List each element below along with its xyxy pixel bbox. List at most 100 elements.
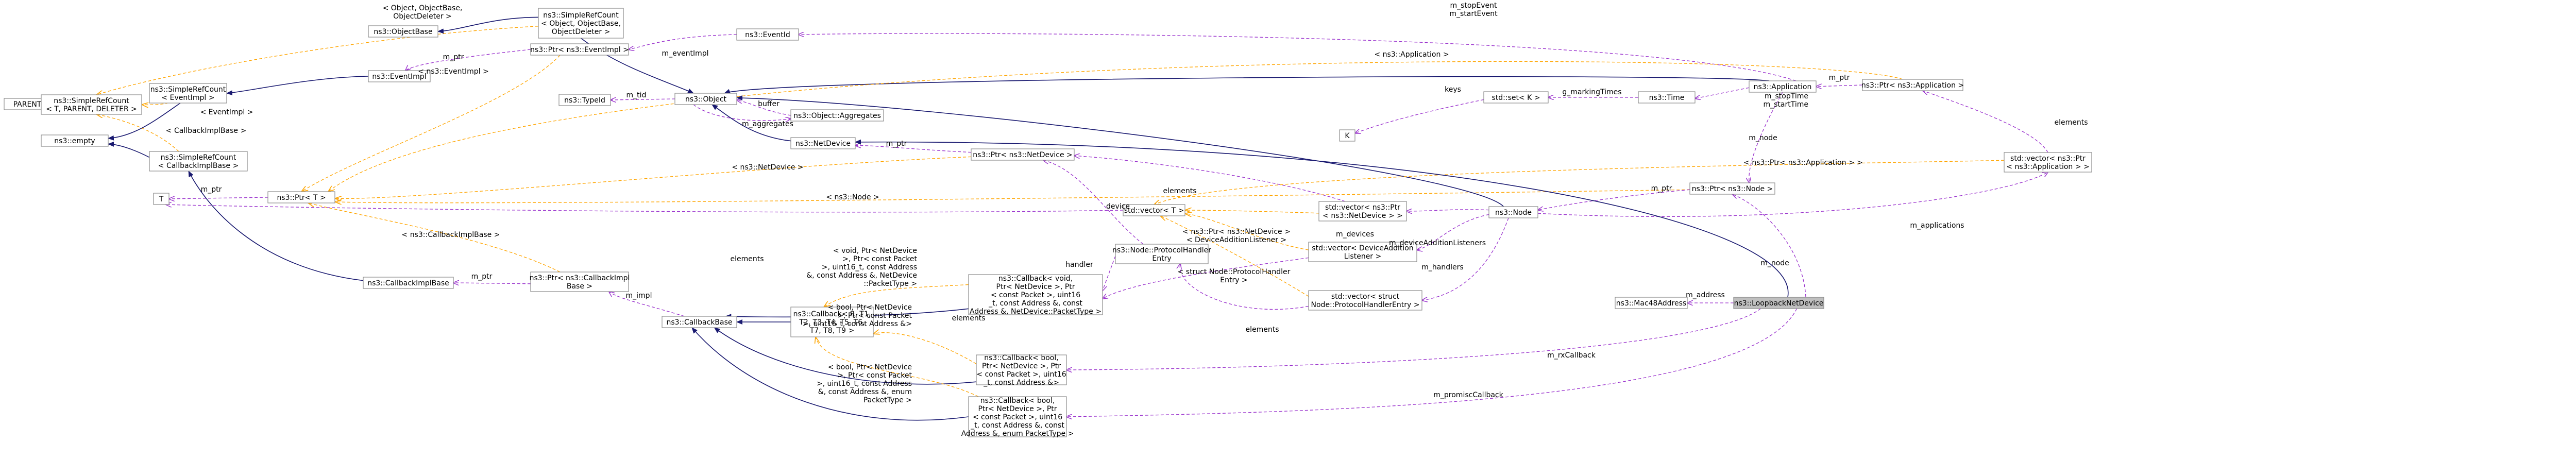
class-node-simplerefcount-t[interactable]: ns3::SimpleRefCount< T, PARENT, DELETER … xyxy=(41,94,142,115)
edge-callback-rx-tmpl xyxy=(873,333,977,364)
edge-label-callbackimplbase_tmpl: < CallbackImplBase > xyxy=(166,127,246,135)
class-box xyxy=(1123,204,1185,216)
class-node-ptr-callbackimplbase[interactable]: ns3::Ptr< ns3::CallbackImplBase > xyxy=(530,271,630,292)
edge-vector-ptr-netdevice-tmpl xyxy=(1185,210,1319,214)
class-node-vector-ptr-application[interactable]: std::vector< ns3::Ptr< ns3::Application … xyxy=(2004,152,2092,173)
edge-label-devices: m_devices xyxy=(1336,230,1374,239)
class-node-k[interactable]: K xyxy=(1339,129,1355,142)
class-box xyxy=(368,25,438,38)
edge-protocolhandlerentry-to-callback xyxy=(1103,256,1116,291)
class-node-callback-rx[interactable]: ns3::Callback< bool,Ptr< NetDevice >, Pt… xyxy=(976,354,1067,387)
class-node-typeid[interactable]: ns3::TypeId xyxy=(558,94,611,106)
class-node-callback-generic[interactable]: ns3::Callback< R, T1,T2, T3, T4, T5, T6,… xyxy=(790,307,874,337)
edge-label-buffer: buffer xyxy=(758,100,779,108)
edge-empty-to-simplerefcount-callbackimplbase xyxy=(108,141,150,158)
class-node-callbackbase[interactable]: ns3::CallbackBase xyxy=(662,316,737,328)
class-node-empty[interactable]: ns3::empty xyxy=(41,134,109,147)
edge-label-line: < ns3::CallbackImplBase > xyxy=(402,231,500,239)
edge-label-line: elements xyxy=(952,314,985,322)
edge-label-applications: m_applications xyxy=(1910,222,1964,230)
class-box xyxy=(558,94,611,106)
edge-label-handlers: m_handlers xyxy=(1421,263,1463,271)
class-node-simplerefcount-object[interactable]: ns3::SimpleRefCount< Object, ObjectBase,… xyxy=(538,8,624,39)
class-node-vector-protocolhandlerentry[interactable]: std::vector< structNode::ProtocolHandler… xyxy=(1308,290,1422,311)
edge-label-deviceAdditionListeners: m_deviceAdditionListeners xyxy=(1389,239,1486,247)
class-node-vector-t[interactable]: std::vector< T > xyxy=(1123,204,1185,216)
class-node-application[interactable]: ns3::Application xyxy=(1749,80,1817,93)
class-node-ptr-t[interactable]: ns3::Ptr< T > xyxy=(267,191,335,203)
edge-label-line: >, uint16_t, const Address xyxy=(817,380,912,388)
class-box xyxy=(149,151,248,172)
edge-label-handler_tmpl: < struct Node::ProtocolHandlerEntry > xyxy=(1178,268,1291,284)
class-node-eventid[interactable]: ns3::EventId xyxy=(736,28,799,41)
class-node-ptr-netdevice[interactable]: ns3::Ptr< ns3::NetDevice > xyxy=(971,148,1075,161)
class-name-line: std::vector< ns3::Ptr xyxy=(1325,203,1400,212)
edge-label-line: m_aggregates xyxy=(742,120,793,128)
class-node-mac48address[interactable]: ns3::Mac48Address xyxy=(1615,297,1688,309)
class-name-line: T2, T3, T4, T5, T6, xyxy=(799,318,865,327)
class-node-callbackimplbase[interactable]: ns3::CallbackImplBase xyxy=(363,277,454,289)
class-node-callback-protocolhandler[interactable]: ns3::Callback< void,Ptr< NetDevice >, Pt… xyxy=(968,274,1103,316)
class-name-line: std::vector< T > xyxy=(1124,207,1184,215)
edge-label-line: >, uint16_t, const Address xyxy=(822,263,917,271)
class-node-callback-promisc[interactable]: ns3::Callback< bool,Ptr< NetDevice >, Pt… xyxy=(961,396,1074,438)
edge-label-m_node2: m_node xyxy=(1760,259,1789,267)
class-node-protocolhandlerentry[interactable]: ns3::Node::ProtocolHandlerEntry xyxy=(1112,244,1211,264)
edge-label-tid: m_tid xyxy=(626,91,647,99)
edge-label-line: PacketType > xyxy=(863,396,912,404)
edge-simplerefcount-callbackimplbase-tmpl xyxy=(96,114,179,152)
class-node-simplerefcount-callbackimplbase[interactable]: ns3::SimpleRefCount< CallbackImplBase > xyxy=(149,151,248,172)
class-node-parent[interactable]: PARENT xyxy=(4,98,51,110)
class-node-simplerefcount-eventimpl[interactable]: ns3::SimpleRefCount< EventImpl > xyxy=(149,83,227,104)
edge-label-line: m_ptr xyxy=(1829,74,1850,82)
class-node-object-aggregates[interactable]: ns3::Object::Aggregates xyxy=(790,109,884,122)
edge-ptr-t-to-t xyxy=(169,197,268,199)
class-name-line: PARENT xyxy=(13,100,42,109)
class-name-line: < ns3::Application > > xyxy=(2006,163,2089,171)
class-node-eventimpl[interactable]: ns3::EventImpl xyxy=(368,70,431,82)
edge-callback-promisc-to-callbackbase xyxy=(691,327,969,421)
class-name-line: ns3::Callback< R, T1, xyxy=(793,310,871,318)
edge-label-line: >, Ptr< const Packet xyxy=(837,312,912,320)
class-box xyxy=(790,137,856,149)
edge-label-line: m_ptr xyxy=(886,140,907,148)
class-node-ptr-application[interactable]: ns3::Ptr< ns3::Application > xyxy=(1861,79,1964,91)
class-name-line: Base > xyxy=(567,282,592,291)
class-node-time[interactable]: ns3::Time xyxy=(1638,91,1696,104)
class-name-line: Node::ProtocolHandlerEntry > xyxy=(1311,301,1420,309)
class-name-line: ns3::Callback< bool, xyxy=(980,397,1055,405)
class-box xyxy=(1733,297,1824,309)
class-name-line: < Object, ObjectBase, xyxy=(541,20,621,28)
class-node-t[interactable]: T xyxy=(153,193,170,205)
edge-label-rxCallback: m_rxCallback xyxy=(1547,351,1596,360)
class-node-object[interactable]: ns3::Object xyxy=(674,93,737,105)
class-node-loopbacknetdevice[interactable]: ns3::LoopbackNetDevice xyxy=(1733,297,1824,309)
edge-loopback-to-ptr-node xyxy=(1733,194,1806,298)
class-name-line: std::vector< DeviceAddition xyxy=(1312,244,1413,252)
edge-label-line: < struct Node::ProtocolHandler xyxy=(1178,268,1291,276)
class-node-ptr-node[interactable]: ns3::Ptr< ns3::Node > xyxy=(1689,182,1775,195)
edge-label-line: < ns3::NetDevice > xyxy=(732,163,803,172)
edge-label-bool2_tmpl: < bool, Ptr< NetDevice>, Ptr< const Pack… xyxy=(817,363,912,404)
class-name-line: T7, T8, T9 > xyxy=(809,327,854,335)
edge-vector-deviceaddition-to-callback xyxy=(1103,257,1309,298)
edge-label-ptr_nd: m_ptr xyxy=(886,140,907,148)
class-node-set-k[interactable]: std::set< K > xyxy=(1483,91,1549,104)
edge-label-line: m_stopEvent xyxy=(1450,2,1497,10)
edge-label-line: m_stopTime xyxy=(1765,92,1808,100)
edge-label-app_elements: elements xyxy=(2054,118,2088,127)
class-node-node[interactable]: ns3::Node xyxy=(1488,206,1538,218)
class-name-line: ns3::Application xyxy=(1754,83,1812,91)
class-box xyxy=(530,271,629,292)
class-node-objectbase[interactable]: ns3::ObjectBase xyxy=(368,25,438,38)
class-node-netdevice[interactable]: ns3::NetDevice xyxy=(790,137,856,149)
class-name-line: < const Packet >, uint16 xyxy=(991,291,1080,299)
class-node-vector-ptr-netdevice[interactable]: std::vector< ns3::Ptr< ns3::NetDevice > … xyxy=(1318,201,1407,222)
class-node-ptr-eventimpl[interactable]: ns3::Ptr< ns3::EventImpl > xyxy=(530,43,629,56)
class-node-vector-deviceadditionlistener[interactable]: std::vector< DeviceAdditionListener > xyxy=(1308,242,1417,262)
edge-label-line: keys xyxy=(1445,86,1461,94)
class-name-line: ns3::Callback< void, xyxy=(998,275,1073,283)
edge-label-line: < DeviceAdditionListener > xyxy=(1187,236,1286,244)
edge-label-line: m_tid xyxy=(626,91,647,99)
edge-set-k-to-k xyxy=(1355,99,1484,133)
